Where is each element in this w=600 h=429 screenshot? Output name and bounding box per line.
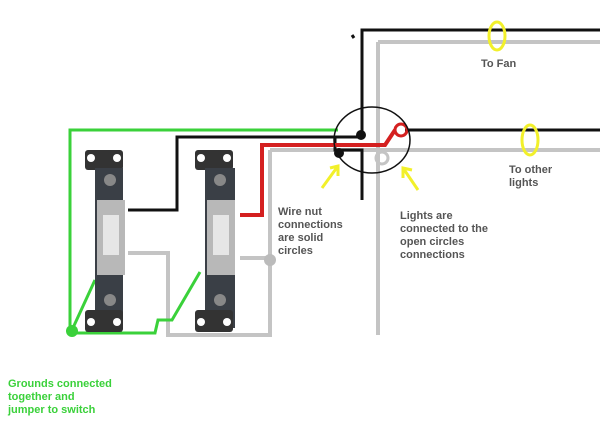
- ground-nut-dot: [66, 325, 78, 337]
- switch-2: [195, 150, 235, 332]
- wire-nut-dot-grey: [264, 254, 276, 266]
- lights-highlight-oval: [520, 123, 540, 157]
- junction-box-circle: [333, 106, 411, 174]
- arrow-icon: [401, 166, 420, 191]
- hot-wires: [128, 28, 600, 212]
- ground-jumper-switch2: [72, 271, 202, 335]
- label-grounds: Grounds connected together and jumper to…: [8, 378, 112, 416]
- label-wire-nut: Wire nut connections are solid circles: [278, 206, 343, 257]
- label-lights-open-circles: Lights are connected to the open circles…: [400, 210, 489, 261]
- wire-nut-dot-black: [356, 130, 366, 140]
- label-to-fan: To Fan: [481, 58, 517, 70]
- hot-to-fan: [360, 28, 600, 135]
- ground-jumper-switch1: [70, 279, 97, 331]
- open-circle-red: [393, 122, 409, 138]
- yellow-arrows: [320, 164, 420, 191]
- fan-highlight-oval: [487, 20, 507, 52]
- ground-feed: [68, 128, 338, 330]
- arrow-icon: [320, 164, 340, 189]
- switch-1: [85, 150, 125, 332]
- open-circle-neutral: [374, 150, 390, 166]
- neutral-wires: [128, 40, 600, 337]
- switched-red-wire: [240, 128, 397, 217]
- ground-wires: [68, 128, 338, 335]
- label-to-other-lights: To other lights: [509, 164, 553, 189]
- hot-switch1: [128, 135, 362, 212]
- neutral-switch1: [128, 150, 272, 337]
